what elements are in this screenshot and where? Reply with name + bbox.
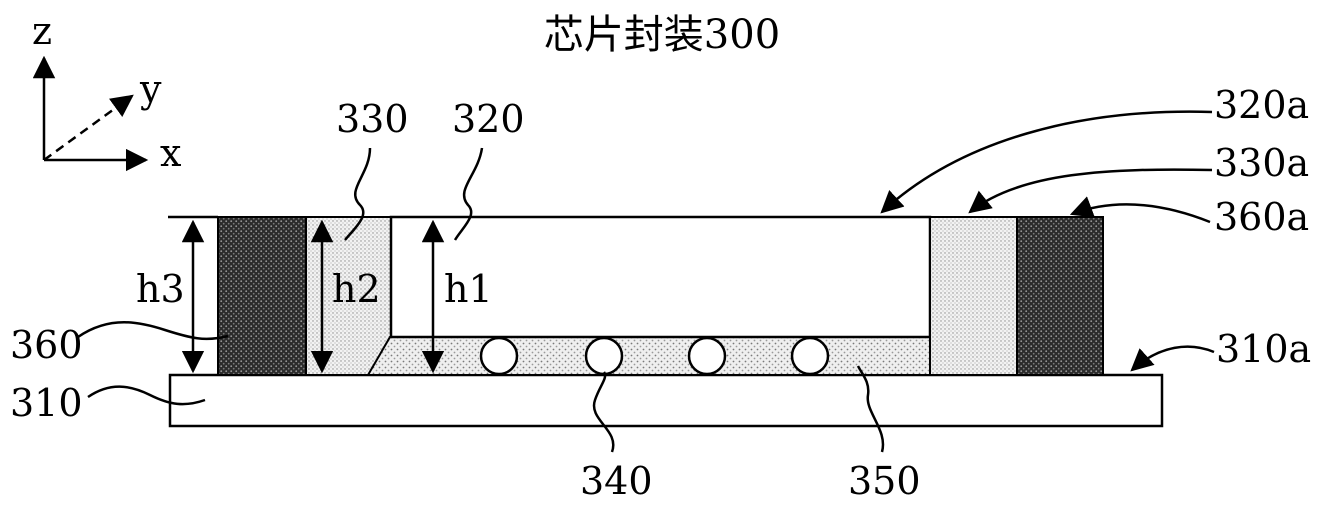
stiffener-360-right xyxy=(1016,216,1104,376)
leader-360a xyxy=(1069,196,1211,224)
label-320: 320 xyxy=(452,97,525,141)
leader-330a xyxy=(968,168,1213,214)
label-360: 360 xyxy=(10,323,83,367)
y-axis-arrow xyxy=(43,94,134,162)
solder-bump-340 xyxy=(584,336,624,376)
leader-320a xyxy=(880,110,1213,214)
label-350: 350 xyxy=(848,459,921,503)
h2-label: h2 xyxy=(332,267,381,311)
leader-320 xyxy=(453,147,484,241)
label-310a: 310a xyxy=(1216,327,1311,371)
axis-indicator: z y x xyxy=(32,9,181,175)
label-340: 340 xyxy=(580,459,653,503)
label-360a: 360a xyxy=(1214,195,1309,239)
leader-330 xyxy=(344,147,372,241)
x-axis-label: x xyxy=(160,131,181,175)
z-axis-label: z xyxy=(32,9,52,53)
leader-350 xyxy=(856,365,885,453)
label-310: 310 xyxy=(10,381,83,425)
leader-310 xyxy=(87,385,206,406)
h3-label: h3 xyxy=(136,267,185,311)
label-330: 330 xyxy=(336,97,409,141)
solder-bump-340 xyxy=(687,336,727,376)
solder-bump-340 xyxy=(479,336,519,376)
label-330a: 330a xyxy=(1214,141,1309,185)
solder-bump-340 xyxy=(790,336,830,376)
leader-310a xyxy=(1130,345,1215,372)
substrate-310 xyxy=(168,373,1164,428)
leader-360 xyxy=(77,321,229,341)
label-320a: 320a xyxy=(1214,83,1309,127)
y-axis-label: y xyxy=(139,67,162,111)
molding-330-right xyxy=(929,216,1018,376)
stiffener-360-left xyxy=(217,216,307,376)
h1-label: h1 xyxy=(444,267,493,311)
leader-340 xyxy=(592,371,615,453)
figure-title: 芯片封装300 xyxy=(544,12,780,58)
